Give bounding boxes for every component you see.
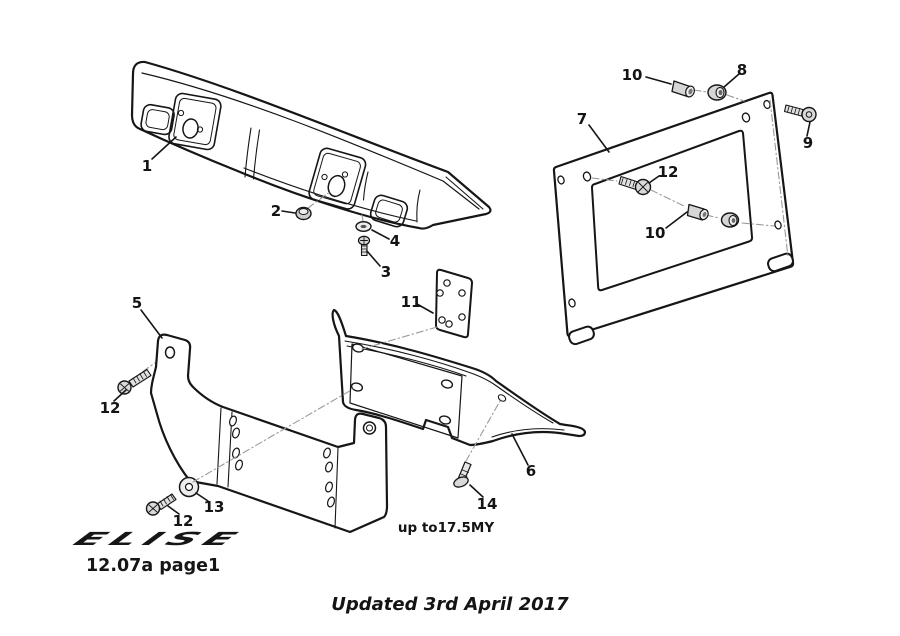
part-13-washer (178, 476, 200, 498)
elise-logo: ELISE (67, 529, 251, 550)
ear-hole (362, 421, 377, 435)
plinth-foot (568, 325, 595, 346)
part-10-spacer-mid (686, 203, 709, 221)
part-5-bracket (130, 333, 389, 534)
panel-b (308, 147, 367, 210)
part-4-washer (355, 220, 372, 232)
part-label-14: 14 (477, 495, 498, 513)
part-label-4: 4 (390, 232, 400, 250)
part-label-8: 8 (737, 61, 747, 79)
part-label-12b: 12 (100, 399, 121, 417)
part-12-screw-plinth (618, 175, 652, 196)
updated-date: Updated 3rd April 2017 (331, 594, 569, 615)
part-label-2: 2 (271, 202, 281, 220)
part-1-crash-structure (130, 60, 492, 230)
construction-lines-fasteners (307, 190, 364, 222)
plinth-holes (557, 99, 782, 308)
fin-hole (497, 394, 507, 402)
part-7-plinth (552, 91, 795, 346)
part-8-bush (707, 84, 727, 101)
leader-lines (113, 73, 811, 515)
part-9-screw (783, 104, 817, 123)
bush-mid (720, 212, 740, 228)
ear-hole (164, 346, 176, 359)
part-12-screw-lower (145, 493, 177, 516)
part-label-9: 9 (803, 134, 813, 152)
backing-plate-holes (436, 279, 466, 328)
page-reference: 12.07a page1 (86, 556, 221, 576)
part-label-7: 7 (577, 110, 587, 128)
part-label-11: 11 (401, 293, 422, 311)
bracket-holes (350, 343, 454, 425)
right-recess (369, 194, 409, 228)
part-label-12c: 12 (173, 512, 194, 530)
panel-a (168, 92, 222, 151)
part-label-6: 6 (526, 462, 536, 480)
part-3-screw (357, 235, 371, 257)
part-label-12a: 12 (658, 163, 679, 181)
part-label-3: 3 (381, 263, 391, 281)
plinth-construction-lines (591, 89, 789, 258)
part-label-10b: 10 (645, 224, 666, 242)
part-11-backing-plate (435, 268, 473, 339)
slot-holes (228, 415, 336, 508)
part-label-1: 1 (142, 157, 152, 175)
left-recess (140, 103, 175, 136)
part-label-13: 13 (204, 498, 225, 516)
assembly-construction-lines (192, 326, 501, 483)
model-year-note: up to17.5MY (397, 520, 495, 536)
part-6-bracket (331, 308, 587, 447)
part-2-clip (295, 206, 312, 221)
part-10-spacer-top (671, 80, 695, 98)
part-12-screw-upper (117, 368, 152, 395)
part-label-10a: 10 (622, 66, 643, 84)
part-label-5: 5 (132, 294, 142, 312)
part-14-rivet (453, 461, 472, 488)
plinth-foot (767, 252, 794, 273)
